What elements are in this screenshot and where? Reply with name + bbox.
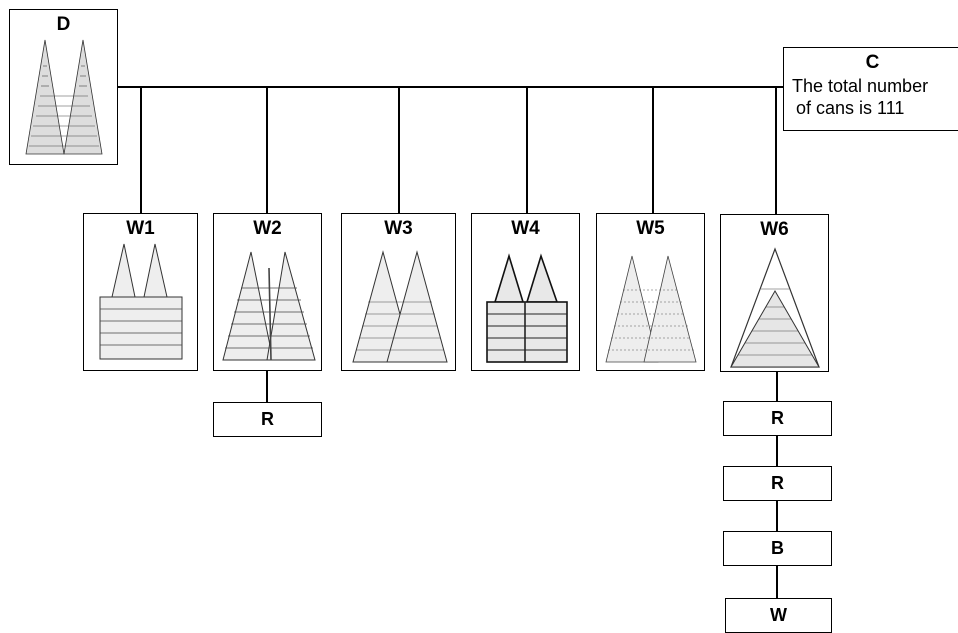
w6-drawing-image <box>730 247 820 368</box>
w2-chain-box-r: R <box>213 402 322 437</box>
w4-box: W4 <box>471 213 580 371</box>
connector-w2-r <box>266 370 268 403</box>
w6-label: W6 <box>760 219 789 240</box>
w1-label: W1 <box>126 218 155 239</box>
w5-box: W5 <box>596 213 705 371</box>
w6-box: W6 <box>720 214 829 372</box>
d-can-pyramid-image <box>25 39 103 155</box>
connector-w3 <box>398 87 400 214</box>
c-text-line2: of cans is 111 <box>796 98 905 118</box>
w4-label: W4 <box>511 218 540 239</box>
connector-w2 <box>266 87 268 214</box>
w3-label: W3 <box>384 218 413 239</box>
w6-chain-box-b: B <box>723 531 832 566</box>
w2-label: W2 <box>253 218 282 239</box>
w5-drawing-image <box>605 255 697 363</box>
w5-label: W5 <box>636 218 665 239</box>
w6-chain-box-r2: R <box>723 466 832 501</box>
connector-w6 <box>775 87 777 215</box>
d-box: D <box>9 9 118 165</box>
c-text-line1: The total number <box>792 76 929 96</box>
w6-chain-box-r1: R <box>723 401 832 436</box>
w3-box: W3 <box>341 213 456 371</box>
connector-w1 <box>140 87 142 214</box>
w1-drawing-image <box>99 243 183 360</box>
w2-box: W2 <box>213 213 322 371</box>
c-label: C <box>865 52 880 73</box>
connector-w4 <box>526 87 528 214</box>
w6-chain-box-w: W <box>725 598 832 633</box>
c-box: C The total number of cans is 111 <box>783 47 958 131</box>
main-horizontal-line <box>117 86 784 88</box>
w4-drawing-image <box>486 253 568 363</box>
connector-w5 <box>652 87 654 214</box>
w1-box: W1 <box>83 213 198 371</box>
d-label: D <box>56 14 71 35</box>
w2-drawing-image <box>222 251 316 361</box>
w3-drawing-image <box>352 250 448 363</box>
